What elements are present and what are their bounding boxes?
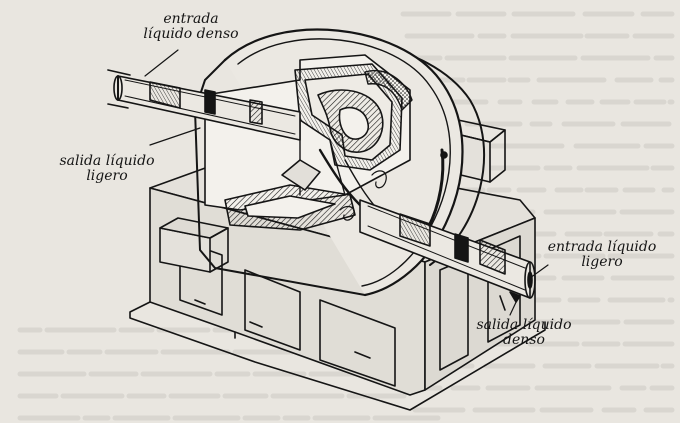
label-entrada-liquido-ligero: entrada líquido ligero [540,240,664,270]
shaft-right [359,199,536,311]
label-entrada-liquido-denso-line2: líquido denso [143,26,239,42]
label-entrada-liquido-ligero-line2: ligero [581,254,623,270]
label-salida-liquido-ligero-line2: ligero [86,168,128,184]
shaft-left [107,69,301,141]
label-entrada-liquido-denso-line1: entrada [163,11,219,27]
label-salida-liquido-denso-line2: denso [503,332,545,348]
label-salida-liquido-ligero: salida líquido ligero [48,154,166,184]
label-entrada-liquido-denso: entrada líquido denso [136,12,246,42]
leader-lines [144,49,549,316]
label-salida-liquido-ligero-line1: salida líquido [59,153,155,169]
rotor-cutaway [204,54,413,231]
label-salida-liquido-denso: salida líquido denso [468,318,580,348]
label-salida-liquido-denso-line1: salida líquido [476,317,572,333]
label-entrada-liquido-ligero-line1: entrada líquido [547,239,657,255]
